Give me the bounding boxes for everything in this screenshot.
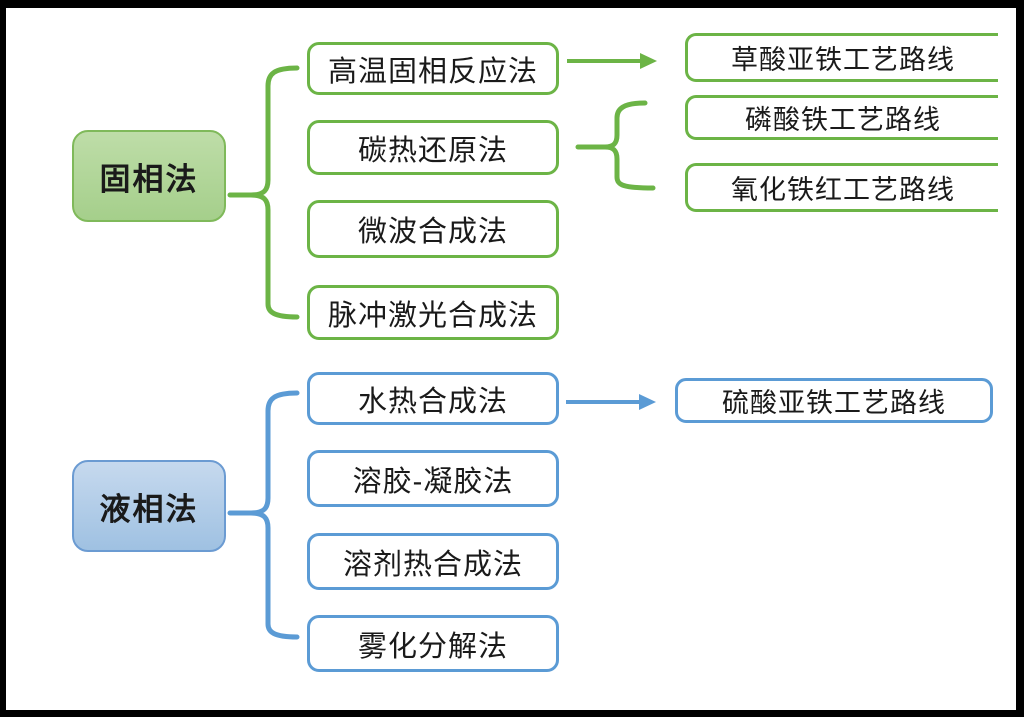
method-node-carbothermal-reduction: 碳热还原法: [307, 120, 559, 175]
method-node-spray-decomposition: 雾化分解法: [307, 615, 559, 672]
curly-brace-icon: [575, 100, 656, 191]
connector-layer: [227, 53, 657, 640]
method-node-solvothermal-synthesis: 溶剂热合成法: [307, 533, 559, 590]
route-node-iron-phosphate: 磷酸铁工艺路线: [685, 95, 998, 140]
arrow-right-icon: [567, 53, 657, 69]
curly-brace-icon: [227, 390, 300, 640]
diagram-canvas: 固相法 高温固相反应法 碳热还原法 微波合成法 脉冲激光合成法 草酸亚铁工艺路线…: [6, 8, 1016, 710]
root-node-liquid-phase: 液相法: [72, 460, 226, 552]
route-node-ferrous-sulfate: 硫酸亚铁工艺路线: [675, 378, 993, 423]
method-node-pulsed-laser-synthesis: 脉冲激光合成法: [307, 285, 559, 340]
method-node-sol-gel: 溶胶-凝胶法: [307, 450, 559, 507]
method-node-high-temp-solid-state: 高温固相反应法: [307, 42, 559, 95]
route-node-ferrous-oxalate: 草酸亚铁工艺路线: [685, 33, 998, 82]
arrow-right-icon: [566, 394, 656, 410]
method-node-microwave-synthesis: 微波合成法: [307, 200, 559, 258]
curly-brace-icon: [227, 65, 300, 320]
method-node-hydrothermal-synthesis: 水热合成法: [307, 372, 559, 425]
route-node-iron-oxide-red: 氧化铁红工艺路线: [685, 163, 998, 212]
root-node-solid-phase: 固相法: [72, 130, 226, 222]
